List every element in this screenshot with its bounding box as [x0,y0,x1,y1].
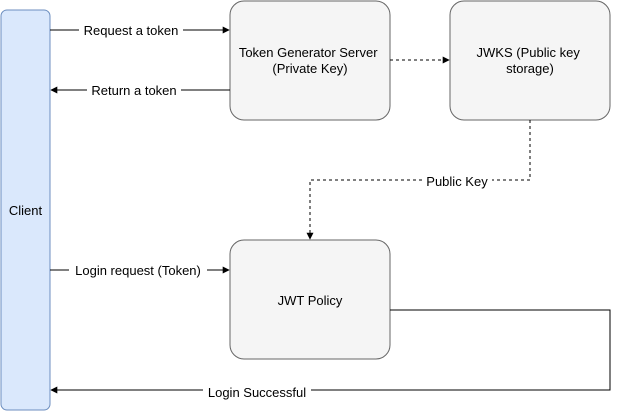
client-lane [0,9,51,411]
jwks-line-1: JWKS (Public key [477,45,581,60]
jwt-policy-box [229,239,391,360]
return-token-label-bg [87,82,181,98]
token-server-line-1: Token Generator Server [239,45,378,60]
return-token-label: Return a token [91,83,176,98]
jwt-policy-label: JWT Policy [278,293,343,308]
public-key-label: Public Key [426,174,488,189]
login-request-label: Login request (Token) [75,263,201,278]
request-token-label-bg [79,22,183,38]
login-successful-label-bg [203,384,311,400]
jwks-line-2: storage) [506,61,554,76]
request-token-label: Request a token [84,23,179,38]
client-label: Client [9,203,43,218]
token-server-line-2: (Private Key) [272,61,347,76]
public-key-arrow [306,120,531,240]
jwks-label: JWKS (Public key storage) [477,45,584,76]
public-key-label-bg [422,173,492,189]
login-request-label-bg [69,262,207,278]
login-successful-label: Login Successful [208,385,306,400]
login-successful-arrow [50,309,611,394]
token-server-label: Token Generator Server (Private Key) [239,45,381,76]
